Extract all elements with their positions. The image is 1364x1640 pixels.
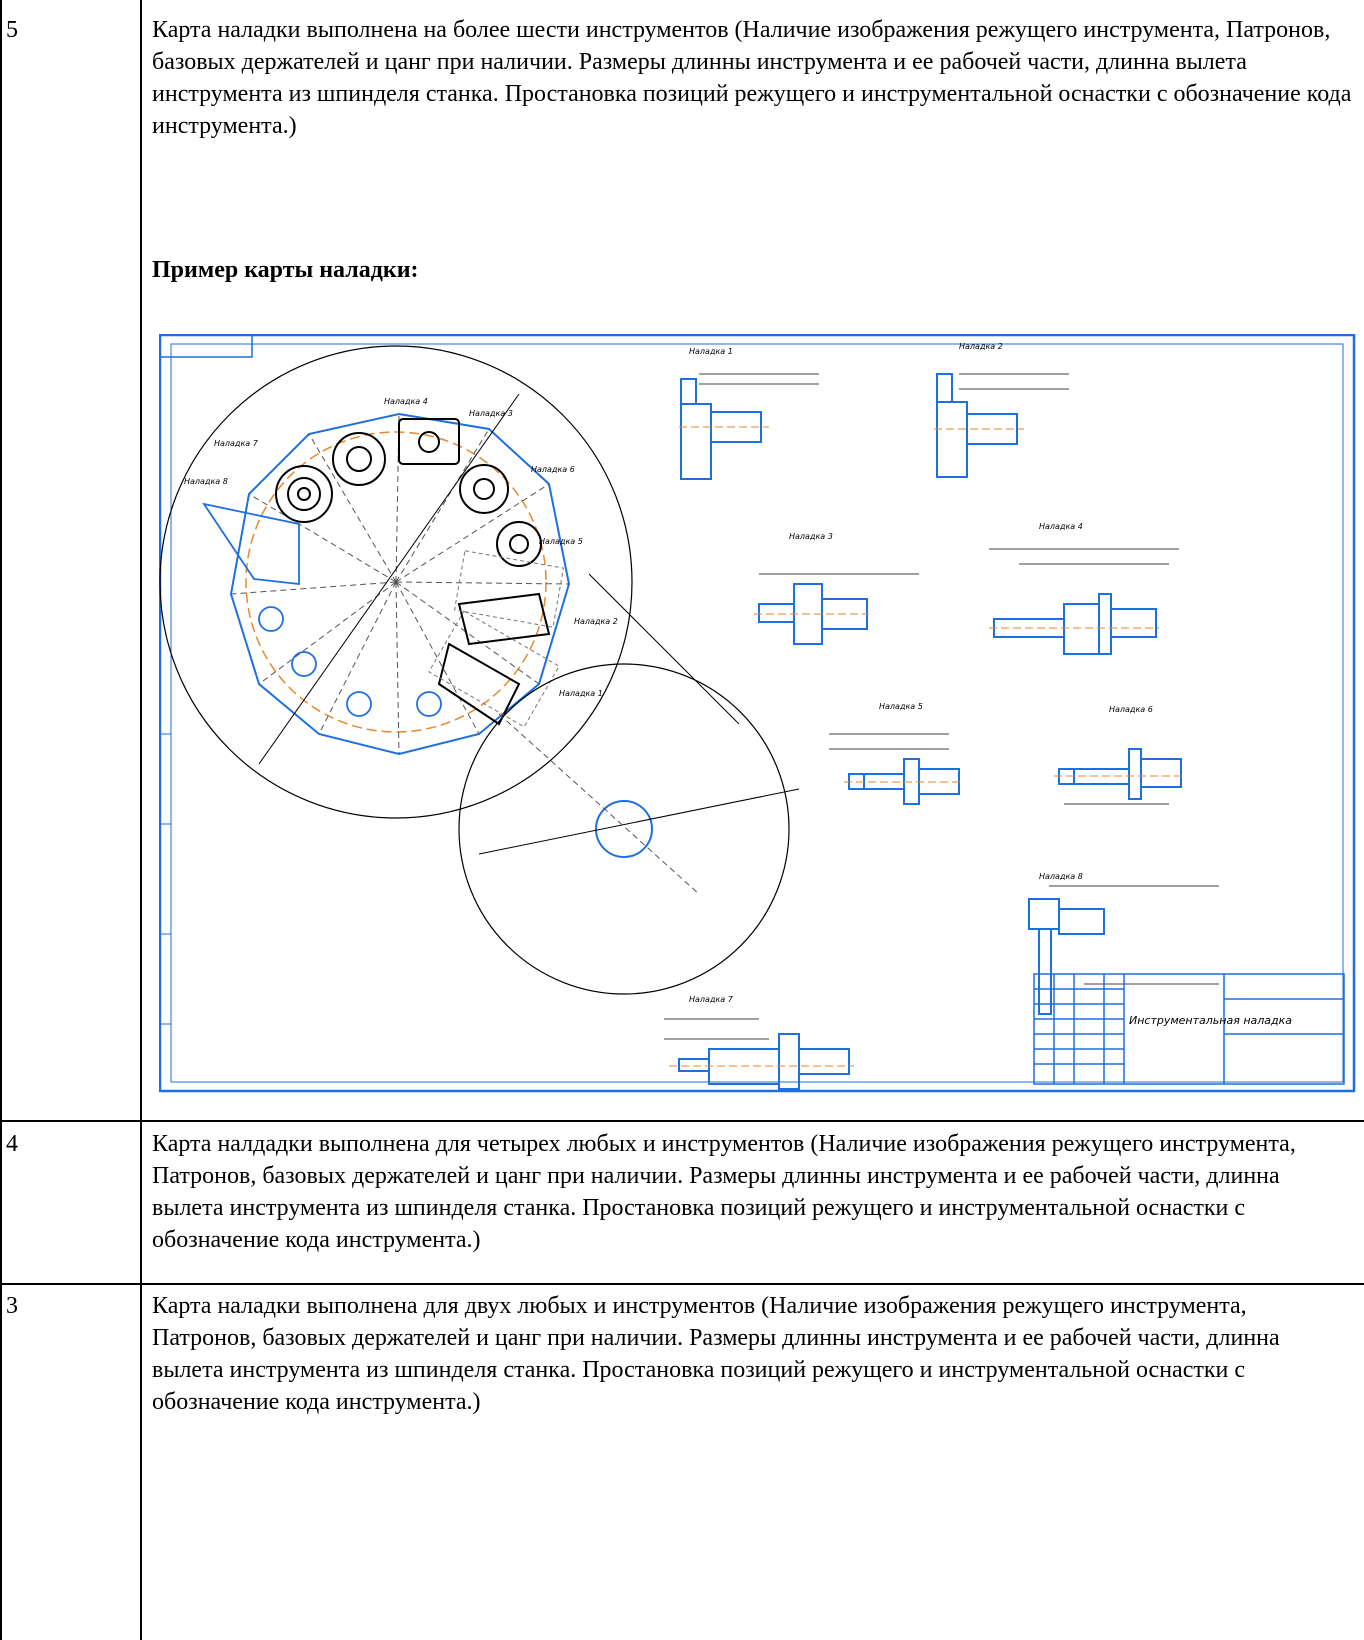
example-label: Пример карты наладки: [152, 257, 419, 283]
title-block-text: Инструментальная наладка [1129, 1014, 1292, 1027]
svg-text:Наладка 8: Наладка 8 [184, 477, 228, 486]
svg-text:Наладка 2: Наладка 2 [574, 617, 618, 626]
svg-text:Наладка 7: Наладка 7 [689, 995, 734, 1004]
row-score: 4 [6, 1131, 18, 1157]
svg-text:Наладка 3: Наладка 3 [789, 532, 833, 541]
svg-text:Наладка 4: Наладка 4 [384, 397, 428, 406]
table-left-border [0, 0, 2, 1640]
row-criteria-text: Карта наладки выполнена для двух любых и… [152, 1293, 1280, 1415]
svg-text:Наладка 6: Наладка 6 [531, 465, 575, 474]
svg-text:Наладка 3: Наладка 3 [469, 409, 513, 418]
svg-text:Наладка 1: Наладка 1 [559, 689, 603, 698]
svg-text:Наладка 7: Наладка 7 [214, 439, 259, 448]
row-divider-1 [0, 1120, 1364, 1122]
setup-card-drawing: Наладка 1 Наладка 2 Наладка 3 Наладка 4 … [158, 333, 1356, 1094]
svg-text:Наладка 4: Наладка 4 [1039, 522, 1083, 531]
table-column-divider [140, 0, 142, 1640]
svg-text:Наладка 5: Наладка 5 [879, 702, 923, 711]
row-criteria-text: Карта налдадки выполнена для четырех люб… [152, 1131, 1296, 1253]
row-score: 3 [6, 1293, 18, 1319]
row-divider-2 [0, 1283, 1364, 1285]
svg-text:Наладка 2: Наладка 2 [959, 342, 1003, 351]
svg-text:Наладка 5: Наладка 5 [539, 537, 583, 546]
svg-text:Наладка 6: Наладка 6 [1109, 705, 1153, 714]
svg-text:Наладка 1: Наладка 1 [689, 347, 733, 356]
row-criteria-text: Карта наладки выполнена на более шести и… [152, 17, 1352, 139]
svg-text:Наладка 8: Наладка 8 [1039, 872, 1083, 881]
row-score: 5 [6, 17, 18, 43]
